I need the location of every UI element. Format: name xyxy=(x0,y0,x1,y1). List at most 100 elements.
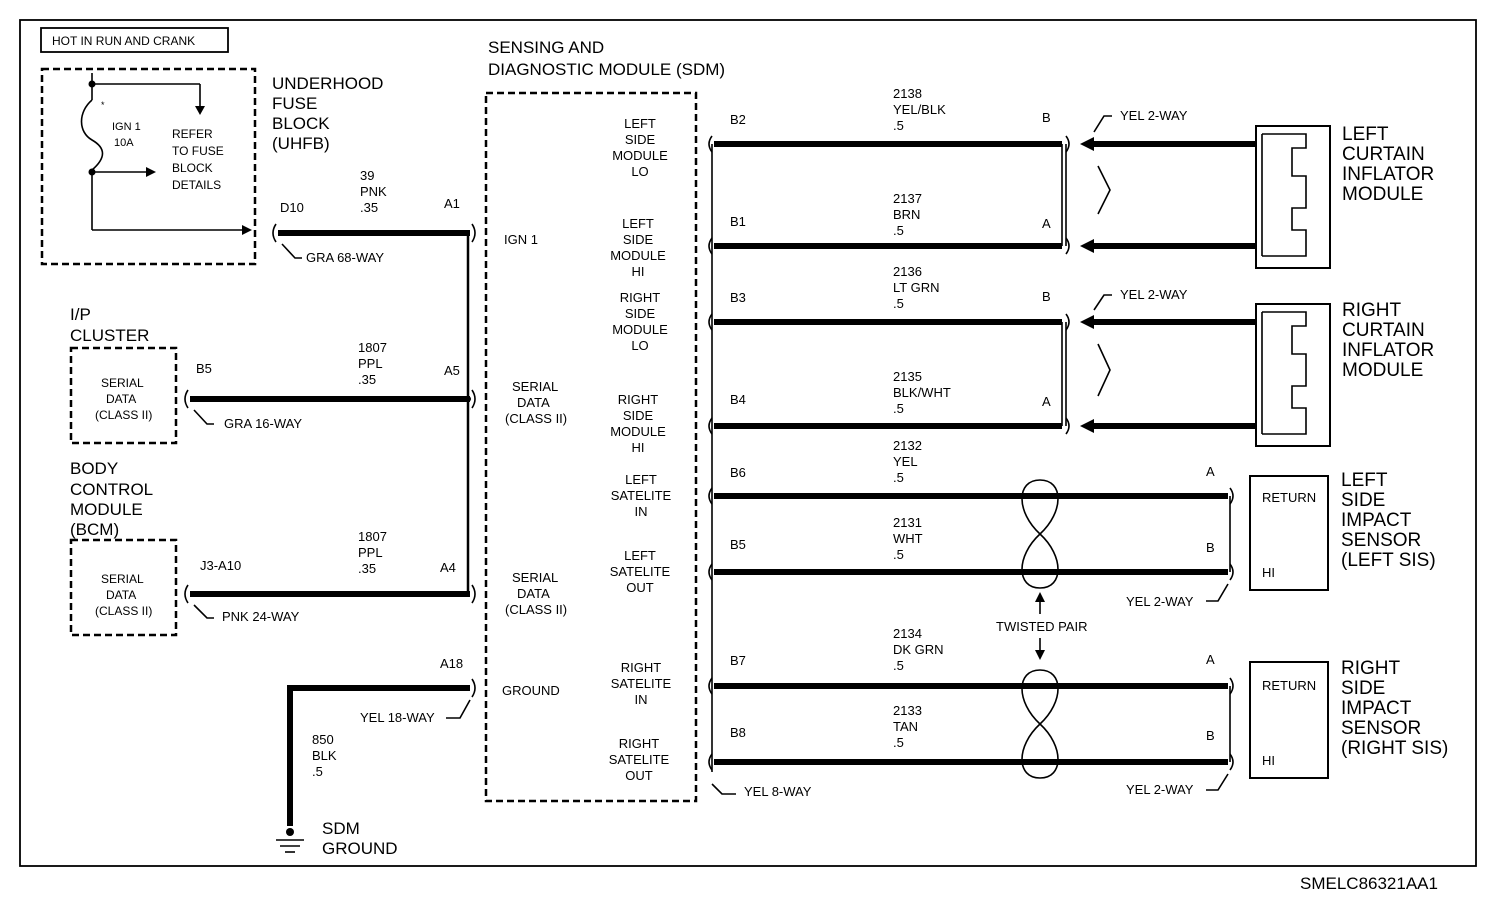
circuits-1-dest_pin: A xyxy=(1042,216,1051,231)
circuits-5-pin: B5 xyxy=(730,537,746,552)
path-shape xyxy=(193,604,214,619)
uhfb-fuse-circuit: IGN 1 10A * REFER TO FUSE BLOCK DETAILS xyxy=(80,73,252,235)
bcm-box-1: DATA xyxy=(106,588,136,602)
circuits-3-wire-0: 2135 xyxy=(893,369,922,384)
sdm-pin-a5: A5 xyxy=(444,363,460,378)
ip_cluster-terminal: B5 xyxy=(196,361,212,376)
twisted-pair-left xyxy=(1021,479,1059,589)
components-right_sis-title-3: SENSOR xyxy=(1341,718,1421,739)
uhfb-refer-0: REFER xyxy=(172,127,213,141)
path-shape xyxy=(1021,669,1059,779)
components-left_curtain-title-0: LEFT xyxy=(1342,124,1389,145)
sdm-right_labels-2-3: LO xyxy=(631,338,648,353)
circuits-7-wire-1: TAN xyxy=(893,719,918,734)
left-sis-connector: YEL 2-WAY xyxy=(1126,496,1231,609)
path-shape xyxy=(708,563,713,581)
bcm-wire-0: 1807 xyxy=(358,529,387,544)
ground-wire-1: BLK xyxy=(312,748,337,763)
polygon-shape xyxy=(195,106,205,115)
sdm-right_labels-7-0: RIGHT xyxy=(619,736,660,751)
circuits-1-pin: B1 xyxy=(730,214,746,229)
ip_cluster-box-2: (CLASS II) xyxy=(95,408,152,422)
circuits-6-wire-0: 2134 xyxy=(893,626,922,641)
sdm-right_labels-4-1: SATELITE xyxy=(611,488,672,503)
sdm-left_labels-serial1-1: DATA xyxy=(517,395,550,410)
sdm-title: SENSING AND xyxy=(488,38,604,57)
components-right_sis-connector: YEL 2-WAY xyxy=(1126,782,1194,797)
path-shape xyxy=(446,699,471,719)
right-curtain-connector: YEL 2-WAY xyxy=(1065,287,1188,426)
uhfb-wire-0: 39 xyxy=(360,168,374,183)
uhfb-title-line: BLOCK xyxy=(272,114,330,133)
uhfb-fuse-0: IGN 1 xyxy=(112,121,141,133)
sdm-left_labels-serial2-0: SERIAL xyxy=(512,570,558,585)
circuit-2136: B3 2136 LT GRN .5 B xyxy=(708,264,1256,331)
path-shape xyxy=(1229,677,1234,695)
circuits-5-wire-1: WHT xyxy=(893,531,923,546)
path-shape xyxy=(1021,479,1059,589)
circuits-4-pin: B6 xyxy=(730,465,746,480)
sdm-pin-a1: A1 xyxy=(444,196,460,211)
sdm-box xyxy=(484,91,698,803)
circuits-7-wire-0: 2133 xyxy=(893,703,922,718)
ip_cluster-box-1: DATA xyxy=(106,392,136,406)
polygon-shape xyxy=(1035,592,1045,602)
circuit-2134: B7 2134 DK GRN .5 A xyxy=(708,626,1234,695)
ip_cluster-connector: GRA 16-WAY xyxy=(224,416,302,431)
circuit-2133: B8 2133 TAN .5 B xyxy=(708,703,1234,771)
uhfb-refer-3: DETAILS xyxy=(172,178,221,192)
power-label: HOT IN RUN AND CRANK xyxy=(52,34,195,48)
sdm-right_labels-7-1: SATELITE xyxy=(609,752,670,767)
circuits-6-dest_pin: A xyxy=(1206,652,1215,667)
components-right_sis-title-2: IMPACT xyxy=(1341,698,1412,719)
circuit-2135: B4 2135 BLK/WHT .5 A xyxy=(708,369,1256,435)
bcm-box xyxy=(69,538,178,637)
uhfb-fuse-1: 10A xyxy=(114,137,134,149)
circuits-0-wire-2: .5 xyxy=(893,118,904,133)
polygon-shape xyxy=(1080,419,1094,433)
bcm-connector: PNK 24-WAY xyxy=(222,609,300,624)
sdm-right_labels-3-3: HI xyxy=(632,440,645,455)
path-shape xyxy=(708,135,713,153)
path-shape xyxy=(1065,237,1070,255)
right-side-impact-sensor: RETURN HI RIGHT SIDE IMPACT SENSOR (RIGH… xyxy=(1249,658,1448,779)
sdm-right_labels-2-2: MODULE xyxy=(612,322,668,337)
ground-wire-0: 850 xyxy=(312,732,334,747)
circuit-2138: B2 2138 YEL/BLK .5 B xyxy=(708,86,1256,153)
sdm-left_labels-ign-0: IGN 1 xyxy=(504,232,538,247)
sdm-connector-bracket: YEL 8-WAY xyxy=(711,144,812,799)
components-right_curtain-title-2: INFLATOR xyxy=(1342,340,1434,361)
path-shape xyxy=(711,783,736,795)
text-shape: * xyxy=(101,100,105,110)
path-shape xyxy=(708,753,713,771)
uhfb-title-line: FUSE xyxy=(272,94,317,113)
path-shape xyxy=(1206,583,1229,602)
sdm-right_labels-3-0: RIGHT xyxy=(618,392,659,407)
sdm-left_labels-serial2-2: (CLASS II) xyxy=(505,602,567,617)
path-shape xyxy=(708,487,713,505)
circuits-3-dest_pin: A xyxy=(1042,394,1051,409)
path-shape xyxy=(1206,773,1229,791)
circuits-5-wire-2: .5 xyxy=(893,547,904,562)
right-sis-connector: YEL 2-WAY xyxy=(1126,686,1231,797)
polygon-shape xyxy=(146,167,156,177)
bcm-box-2: (CLASS II) xyxy=(95,604,152,618)
sdm-right_labels-3-2: MODULE xyxy=(610,424,666,439)
ground-label-0: SDM xyxy=(322,819,360,838)
components-right_sis-title-4: (RIGHT SIS) xyxy=(1341,738,1448,759)
rect-shape xyxy=(1255,125,1331,269)
circuits-4-dest_pin: A xyxy=(1206,464,1215,479)
ip_cluster-wire-0: 1807 xyxy=(358,340,387,355)
sdm-right_labels-0-0: LEFT xyxy=(624,116,656,131)
uhfb-wire-1: PNK xyxy=(360,184,387,199)
ground-label-1: GROUND xyxy=(322,839,398,858)
bcm-title-2: MODULE xyxy=(70,500,143,519)
circuits-5-dest_pin: B xyxy=(1206,540,1215,555)
sdm-right_labels-6-2: IN xyxy=(635,692,648,707)
uhfb-connector: GRA 68-WAY xyxy=(306,250,384,265)
path-shape xyxy=(708,417,713,435)
circle-shape xyxy=(286,828,294,836)
sdm-right_labels-7-2: OUT xyxy=(625,768,653,783)
